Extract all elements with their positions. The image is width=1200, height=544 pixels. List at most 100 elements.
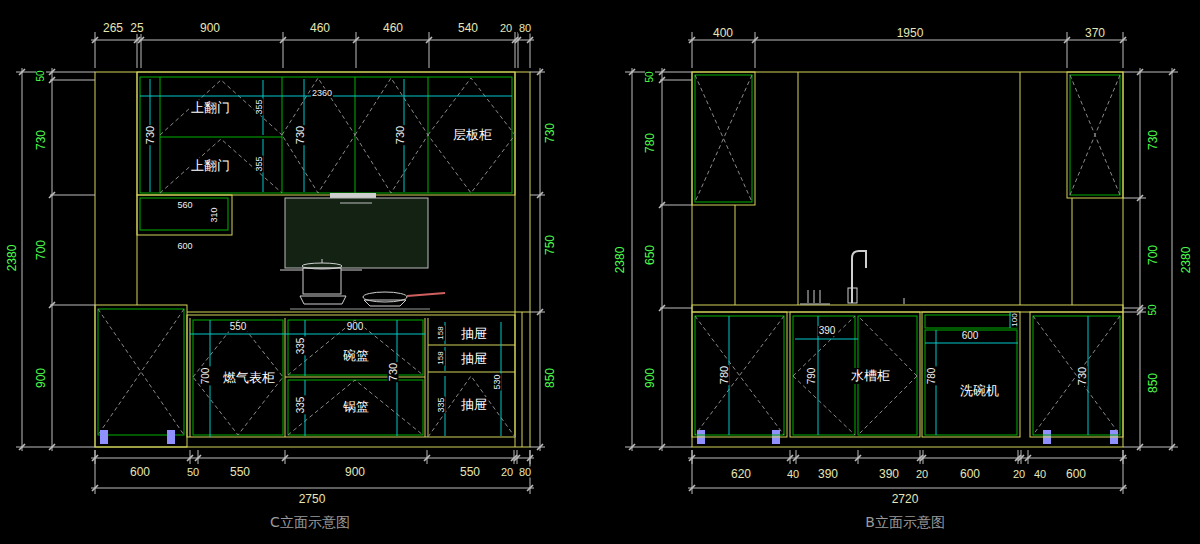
dimension-number: 335	[296, 337, 306, 356]
dimension-line	[920, 455, 926, 461]
dimension-line	[1172, 68, 1173, 451]
cabinet-door	[160, 137, 282, 138]
cabinet-outline	[922, 312, 1020, 437]
dimension-line	[659, 77, 665, 83]
dimension-line	[137, 32, 138, 68]
dimension-number: 650	[644, 244, 656, 266]
dimension-number: 265	[102, 22, 124, 34]
dimension-number: 540	[457, 22, 479, 34]
cookware	[302, 263, 342, 269]
dimension-number: 550	[229, 466, 251, 478]
cabinet-door	[193, 320, 283, 435]
cabinet-outline	[692, 72, 1123, 447]
cookware	[364, 300, 406, 306]
dimension-line	[1169, 444, 1175, 450]
dimension-number: 80	[518, 467, 532, 478]
dimension-number: 900	[199, 22, 221, 34]
inner-dimension-line	[140, 79, 1088, 437]
dimension-line	[95, 32, 96, 68]
cabinet-label: 抽屉	[460, 326, 488, 342]
dimension-number: 400	[712, 27, 734, 39]
dimension-number: 600	[129, 466, 151, 478]
dimension-number: 370	[1084, 27, 1106, 39]
cabinet-box: 抽屉	[450, 322, 498, 345]
dimension-number: 50	[186, 467, 200, 478]
cabinet-outline	[1072, 198, 1073, 305]
cabinet-outline	[692, 312, 787, 437]
dimension-line	[50, 447, 95, 448]
dimension-number: 20	[499, 23, 513, 34]
cabinet-outline	[1030, 312, 1123, 437]
door-swing-line	[793, 316, 855, 435]
dimension-line	[1137, 69, 1143, 75]
dimension-line	[660, 80, 692, 81]
dimension-number: 20	[915, 469, 929, 480]
cabinet-door	[925, 330, 1017, 435]
cabinet-outline	[428, 318, 429, 437]
dimension-line	[537, 69, 543, 75]
cabinet-box: 水槽柜	[822, 316, 918, 436]
dimension-number: 2380	[6, 244, 18, 273]
dimension-line	[1123, 312, 1146, 313]
dimension-line	[1123, 198, 1146, 199]
dimension-number: 40	[786, 469, 800, 480]
dimension-line	[91, 458, 534, 459]
dimension-line	[1018, 455, 1024, 461]
dimension-line	[1137, 444, 1143, 450]
dimension-number: 900	[644, 367, 656, 389]
door-swing-line	[160, 80, 282, 135]
dimension-number: 50	[645, 70, 655, 83]
dimension-line	[629, 69, 635, 75]
dimension-line	[662, 68, 663, 451]
door-swing-line	[193, 320, 283, 435]
cookware	[341, 270, 362, 271]
cabinet-label: 碗篮	[342, 348, 370, 364]
cabinet-outline	[1020, 72, 1021, 305]
range-hood	[340, 203, 372, 204]
dimension-line	[1140, 68, 1141, 451]
cabinet-outline	[285, 377, 425, 378]
dimension-line	[1120, 37, 1126, 43]
dimension-number: 730	[295, 125, 306, 145]
cabinet-door	[98, 77, 512, 435]
cookware	[300, 296, 346, 304]
door-swing-line	[695, 316, 784, 435]
dimension-line	[527, 37, 533, 43]
dimension-line	[537, 192, 543, 198]
cabinet-outline	[692, 305, 1123, 312]
dimension-line	[688, 488, 1127, 489]
dimension-line	[659, 202, 665, 208]
dimension-number: 730	[388, 362, 399, 382]
dimension-number: 730	[395, 125, 406, 145]
dimension-line	[92, 37, 98, 43]
door-swing-line	[695, 75, 1120, 435]
dimension-line	[537, 309, 543, 315]
dimension-line	[755, 32, 756, 68]
dimension-line	[49, 69, 55, 75]
door-swing-line	[1070, 75, 1120, 195]
dimension-line	[50, 80, 95, 81]
dimension-number: 550	[229, 322, 248, 332]
dimension-line	[91, 40, 534, 41]
dimension-number: 310	[210, 206, 219, 223]
cabinet-door	[288, 320, 423, 375]
dimension-line	[514, 455, 520, 461]
cabinet-door	[695, 316, 784, 435]
cabinet-door	[1033, 316, 1120, 435]
cabinet-outline	[798, 72, 799, 305]
dimension-line	[50, 72, 95, 73]
caption-text: C立面示意图	[269, 515, 351, 529]
dimension-line	[1025, 455, 1031, 461]
dimension-line	[625, 447, 660, 448]
dimension-line	[1123, 308, 1146, 309]
dimension-number: 700	[35, 239, 47, 261]
cookware	[322, 259, 323, 263]
dimension-number: 850	[1147, 372, 1159, 394]
cabinet-outline	[1067, 72, 1123, 198]
dimension-line	[530, 312, 545, 313]
dimension-number: 20	[1012, 469, 1026, 480]
dimension-line	[138, 37, 144, 43]
dimension-number: 50	[1148, 303, 1158, 316]
dimension-number: 780	[644, 132, 656, 154]
dimension-number: 20	[500, 467, 514, 478]
